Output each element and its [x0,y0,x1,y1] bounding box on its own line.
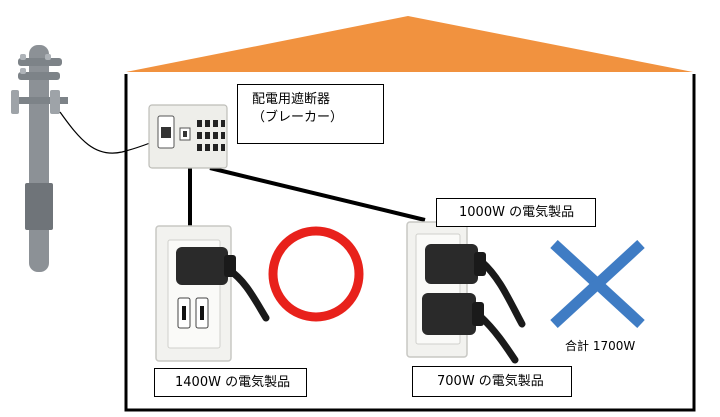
service-wire [59,111,151,154]
breaker-reading: （ブレーカー） [252,109,344,125]
breaker-name: 配電用遮断器 [252,92,331,107]
wire-to-right-outlet [209,166,426,222]
plug-right-top [425,244,526,328]
appliance-label-1000w: 1000W の電気製品 [436,198,596,227]
total-wattage-label: 合計 1700W [565,339,636,353]
blue-cross-icon [550,239,645,329]
breaker-panel [148,104,228,169]
red-circle-icon [268,226,364,322]
plug-left [176,247,270,322]
plug-right-bottom [422,293,519,364]
outlet-left [155,225,232,362]
appliance-label-1400w: 1400W の電気製品 [154,368,307,397]
house-roof [126,16,693,72]
house-walls [124,74,696,412]
utility-pole [11,45,68,272]
breaker-label: 配電用遮断器 （ブレーカー） [237,84,384,144]
appliance-label-700w: 700W の電気製品 [412,366,572,397]
outlet-right [406,221,468,358]
